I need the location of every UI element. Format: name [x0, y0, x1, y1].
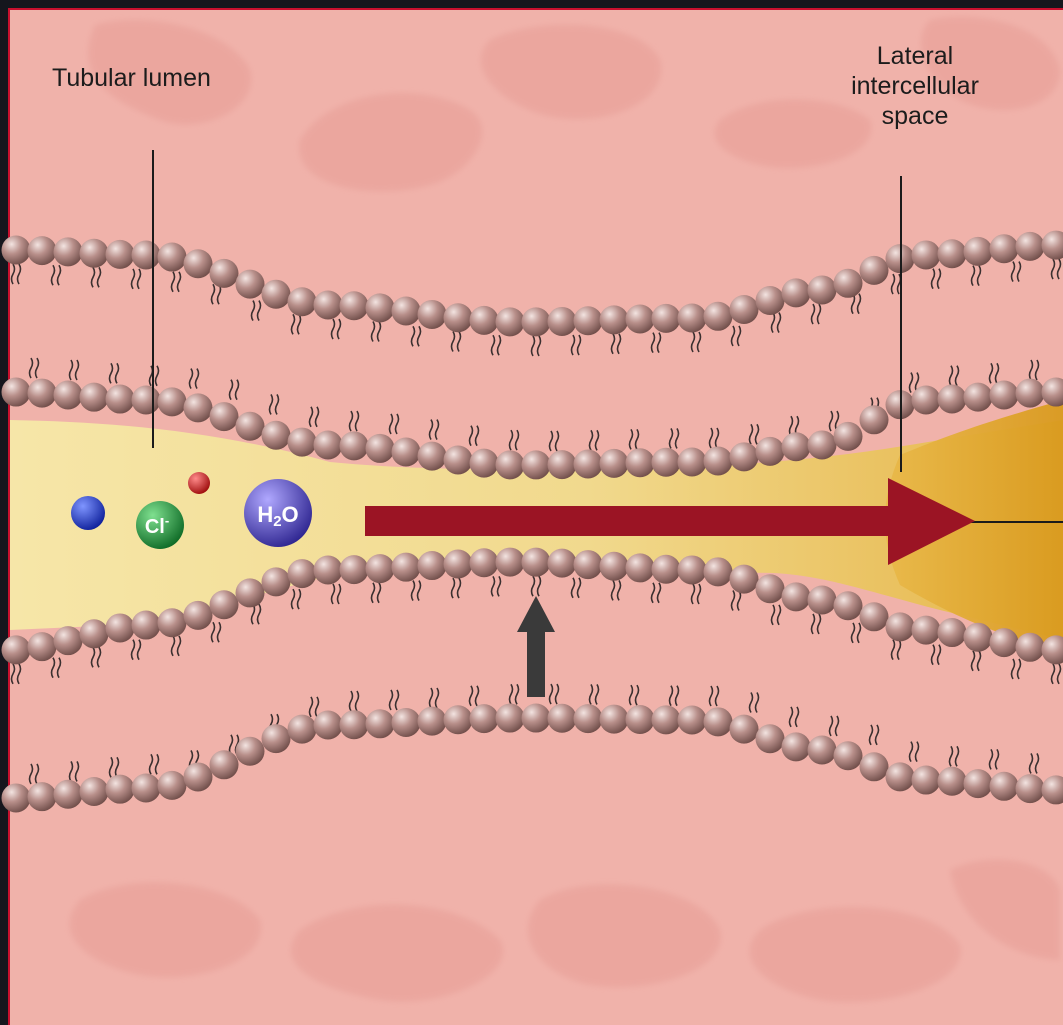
- label-tubular-lumen: Tubular lumen: [52, 63, 211, 93]
- label-lateral-line-2: intercellular: [800, 71, 1030, 101]
- label-lateral-line-3: space: [800, 101, 1030, 131]
- label-lateral-line-1: Lateral: [800, 41, 1030, 71]
- water-subscript: 2: [273, 513, 281, 530]
- chloride-ion: Cl-: [136, 501, 184, 549]
- blue-ion: [71, 496, 105, 530]
- chloride-charge: -: [165, 513, 169, 528]
- label-lateral-intercellular-space: Lateral intercellular space: [800, 41, 1030, 131]
- red-ion: [188, 472, 210, 494]
- water-molecule: H2O: [244, 479, 312, 547]
- chloride-symbol: Cl: [145, 516, 165, 538]
- water-o: O: [282, 502, 299, 527]
- water-h: H: [257, 502, 273, 527]
